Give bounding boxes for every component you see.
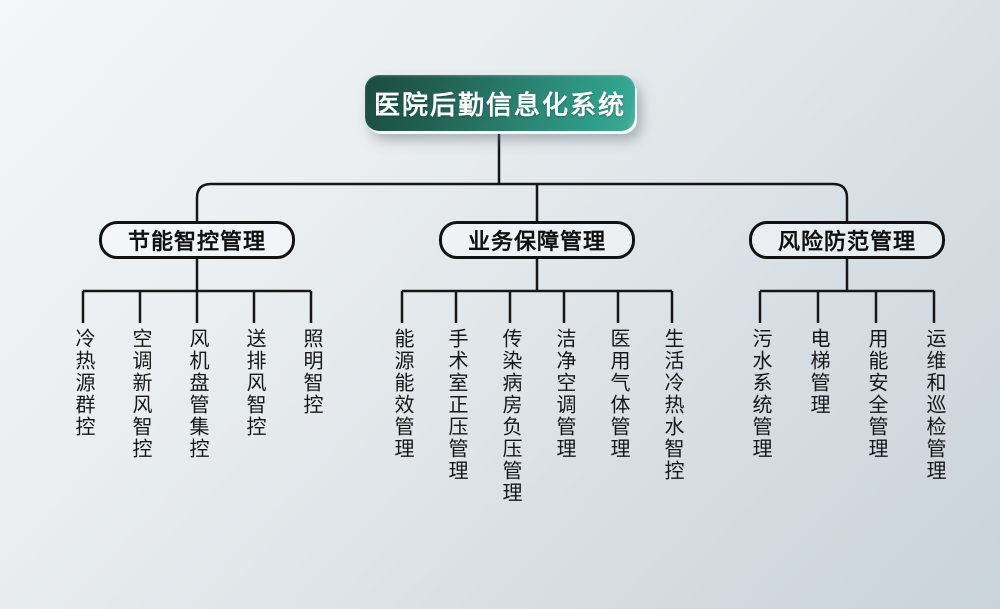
group3-bus-lines bbox=[758, 259, 936, 323]
leaf-node: 照明智控 bbox=[300, 328, 322, 416]
leaf-node: 手术室正压管理 bbox=[445, 328, 467, 482]
leaf-node: 传染病房负压管理 bbox=[499, 328, 521, 504]
leaf-node: 能源能效管理 bbox=[391, 328, 413, 460]
branch-node-service-guarantee: 业务保障管理 bbox=[439, 221, 635, 259]
branch-node-label: 风险防范管理 bbox=[777, 229, 916, 254]
leaf-node: 空调新风智控 bbox=[129, 328, 151, 460]
level1-bus-line bbox=[195, 182, 849, 221]
branch-node-label: 节能智控管理 bbox=[127, 229, 266, 254]
group1-bus-lines bbox=[81, 259, 313, 323]
root-node: 医院后勤信息化系统 bbox=[365, 75, 635, 131]
leaf-node: 医用气体管理 bbox=[607, 328, 629, 460]
leaf-node: 洁净空调管理 bbox=[553, 328, 575, 460]
leaf-node: 生活冷热水智控 bbox=[661, 328, 683, 482]
leaf-node: 用能安全管理 bbox=[865, 328, 887, 460]
leaf-node: 风机盘管集控 bbox=[186, 328, 208, 460]
branch-node-risk-prevention: 风险防范管理 bbox=[749, 221, 945, 259]
leaf-node: 运维和巡检管理 bbox=[923, 328, 945, 482]
leaf-node: 送排风智控 bbox=[243, 328, 265, 438]
branch-node-label: 业务保障管理 bbox=[467, 229, 606, 254]
group2-bus-lines bbox=[400, 259, 674, 323]
leaf-node: 电梯管理 bbox=[807, 328, 829, 416]
branch-node-energy-saving: 节能智控管理 bbox=[99, 221, 295, 259]
root-node-label: 医院后勤信息化系统 bbox=[373, 89, 626, 120]
leaf-node: 冷热源群控 bbox=[72, 328, 94, 438]
leaf-node: 污水系统管理 bbox=[749, 328, 771, 460]
